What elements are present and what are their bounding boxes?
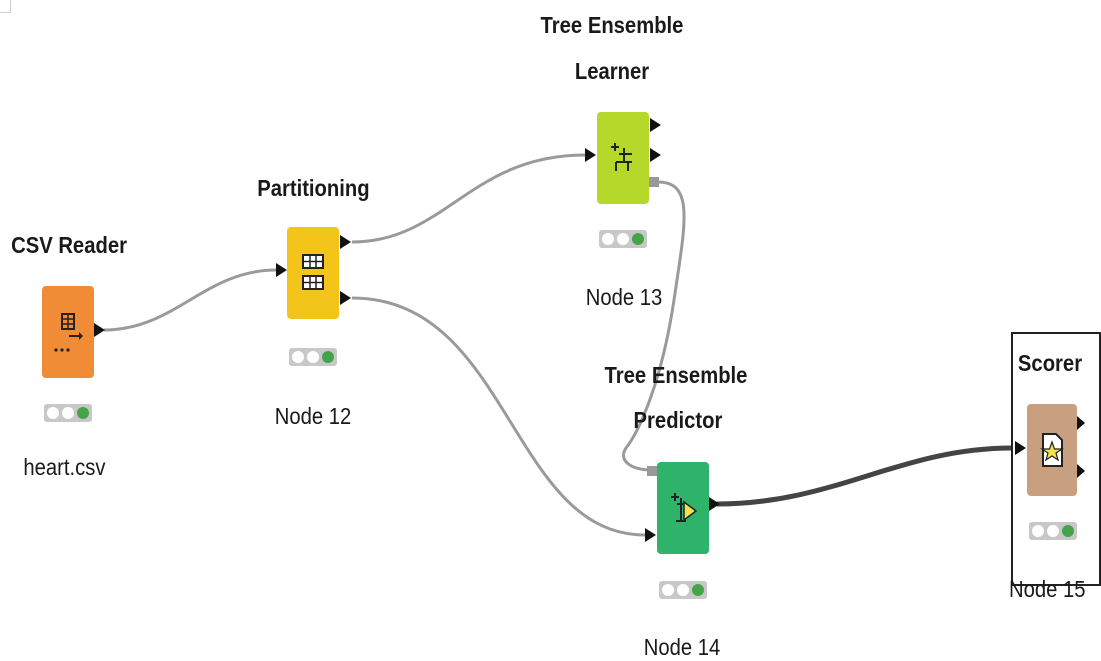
node-title: Scorer: [1017, 350, 1083, 376]
tree-learner-icon: [611, 143, 632, 171]
node-title-line2: Learner: [574, 58, 650, 84]
status-light-green: [631, 233, 644, 245]
partitioning-output-port-1[interactable]: [340, 235, 351, 249]
node-caption: Node 13: [585, 284, 663, 310]
node-caption: Node 12: [274, 403, 352, 429]
status-light-red: [292, 351, 305, 363]
node-title-line2: Predictor: [633, 407, 723, 433]
status-light-green: [321, 351, 334, 363]
status-indicator: [289, 348, 337, 366]
status-light-yellow: [61, 407, 74, 419]
status-indicator: [599, 230, 647, 248]
partitioning-input-port[interactable]: [276, 263, 287, 277]
status-light-red: [47, 407, 60, 419]
status-light-red: [602, 233, 615, 245]
status-indicator: [659, 581, 707, 599]
node-title: Partitioning: [257, 175, 370, 201]
learner-output-port-2[interactable]: [650, 148, 661, 162]
node-caption: heart.csv: [23, 454, 106, 480]
csv-reader-output-port[interactable]: [94, 323, 105, 337]
status-light-green: [691, 584, 704, 596]
scorer-selection-frame: [1011, 332, 1101, 586]
status-light-yellow: [616, 233, 629, 245]
csv-reader-node[interactable]: [42, 286, 94, 378]
predictor-input-port[interactable]: [645, 528, 656, 542]
learner-model-port[interactable]: [649, 177, 659, 187]
tree-predictor-icon: [671, 493, 698, 522]
partitioning-output-port-2[interactable]: [340, 291, 351, 305]
status-light-yellow: [1046, 525, 1059, 537]
scorer-output-port-2[interactable]: [1077, 464, 1085, 478]
node-title: Tree Ensemble: [604, 362, 748, 388]
node-title: CSV Reader: [11, 232, 127, 258]
predictor-output-port[interactable]: [709, 497, 720, 511]
node-caption: Node 15: [1009, 576, 1086, 602]
tree-ensemble-predictor-node[interactable]: [657, 462, 709, 554]
tree-ensemble-learner-node[interactable]: [597, 112, 649, 204]
connection-predictor-to-scorer[interactable]: [716, 445, 1013, 507]
connection-partition-to-predictor[interactable]: [351, 296, 646, 537]
partitioning-icon: [302, 254, 324, 290]
partitioning-node[interactable]: [287, 227, 339, 319]
status-light-green: [1061, 525, 1074, 537]
connection-partition-to-learner[interactable]: [351, 153, 586, 244]
status-light-red: [662, 584, 675, 596]
status-indicator: [1029, 522, 1077, 540]
learner-input-port[interactable]: [585, 148, 596, 162]
scorer-icon: [1040, 433, 1064, 467]
canvas-corner-mark: [0, 0, 11, 13]
status-light-yellow: [676, 584, 689, 596]
learner-output-port-1[interactable]: [650, 118, 661, 132]
status-light-red: [1032, 525, 1045, 537]
predictor-model-port[interactable]: [647, 466, 657, 476]
status-light-yellow: [306, 351, 319, 363]
scorer-input-port[interactable]: [1015, 441, 1026, 455]
connection-csv-to-partitioning[interactable]: [103, 268, 277, 332]
status-light-green: [76, 407, 89, 419]
scorer-output-port-1[interactable]: [1077, 416, 1085, 430]
scorer-node[interactable]: [1027, 404, 1077, 496]
status-indicator: [44, 404, 92, 422]
csv-reader-icon: [54, 313, 83, 352]
node-title: Tree Ensemble: [540, 12, 684, 38]
connection-model-to-predictor[interactable]: [622, 180, 686, 472]
node-caption: Node 14: [643, 634, 721, 660]
